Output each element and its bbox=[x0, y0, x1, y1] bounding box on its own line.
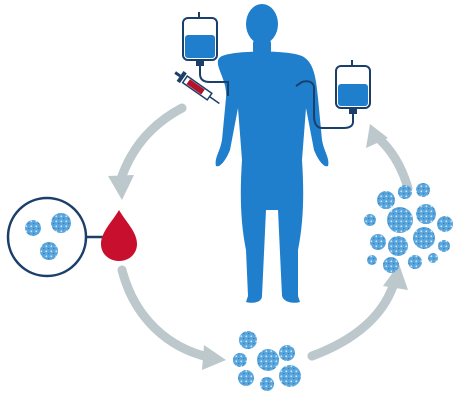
arrow-top-right bbox=[373, 133, 413, 193]
arrow-bottom-left bbox=[117, 265, 213, 362]
arrow-bottom-left-head bbox=[202, 345, 226, 370]
cycle-arrows bbox=[108, 103, 413, 370]
magnifier-circle-icon bbox=[6, 196, 117, 278]
human-body-icon bbox=[215, 4, 329, 303]
arrow-top-right-head bbox=[366, 124, 388, 148]
cell-cluster-icon bbox=[233, 331, 301, 391]
syringe-icon bbox=[174, 71, 220, 105]
arrow-top-left bbox=[115, 103, 187, 187]
blood-drop-icon bbox=[101, 210, 137, 261]
arrow-top-left-head bbox=[108, 175, 134, 200]
arrow-bottom-right bbox=[307, 275, 400, 361]
cell-cluster-large-icon bbox=[364, 183, 453, 273]
iv-bag-right-icon bbox=[295, 60, 371, 129]
arrow-bottom-right-head bbox=[383, 264, 408, 290]
iv-bag-left-icon bbox=[182, 12, 229, 96]
